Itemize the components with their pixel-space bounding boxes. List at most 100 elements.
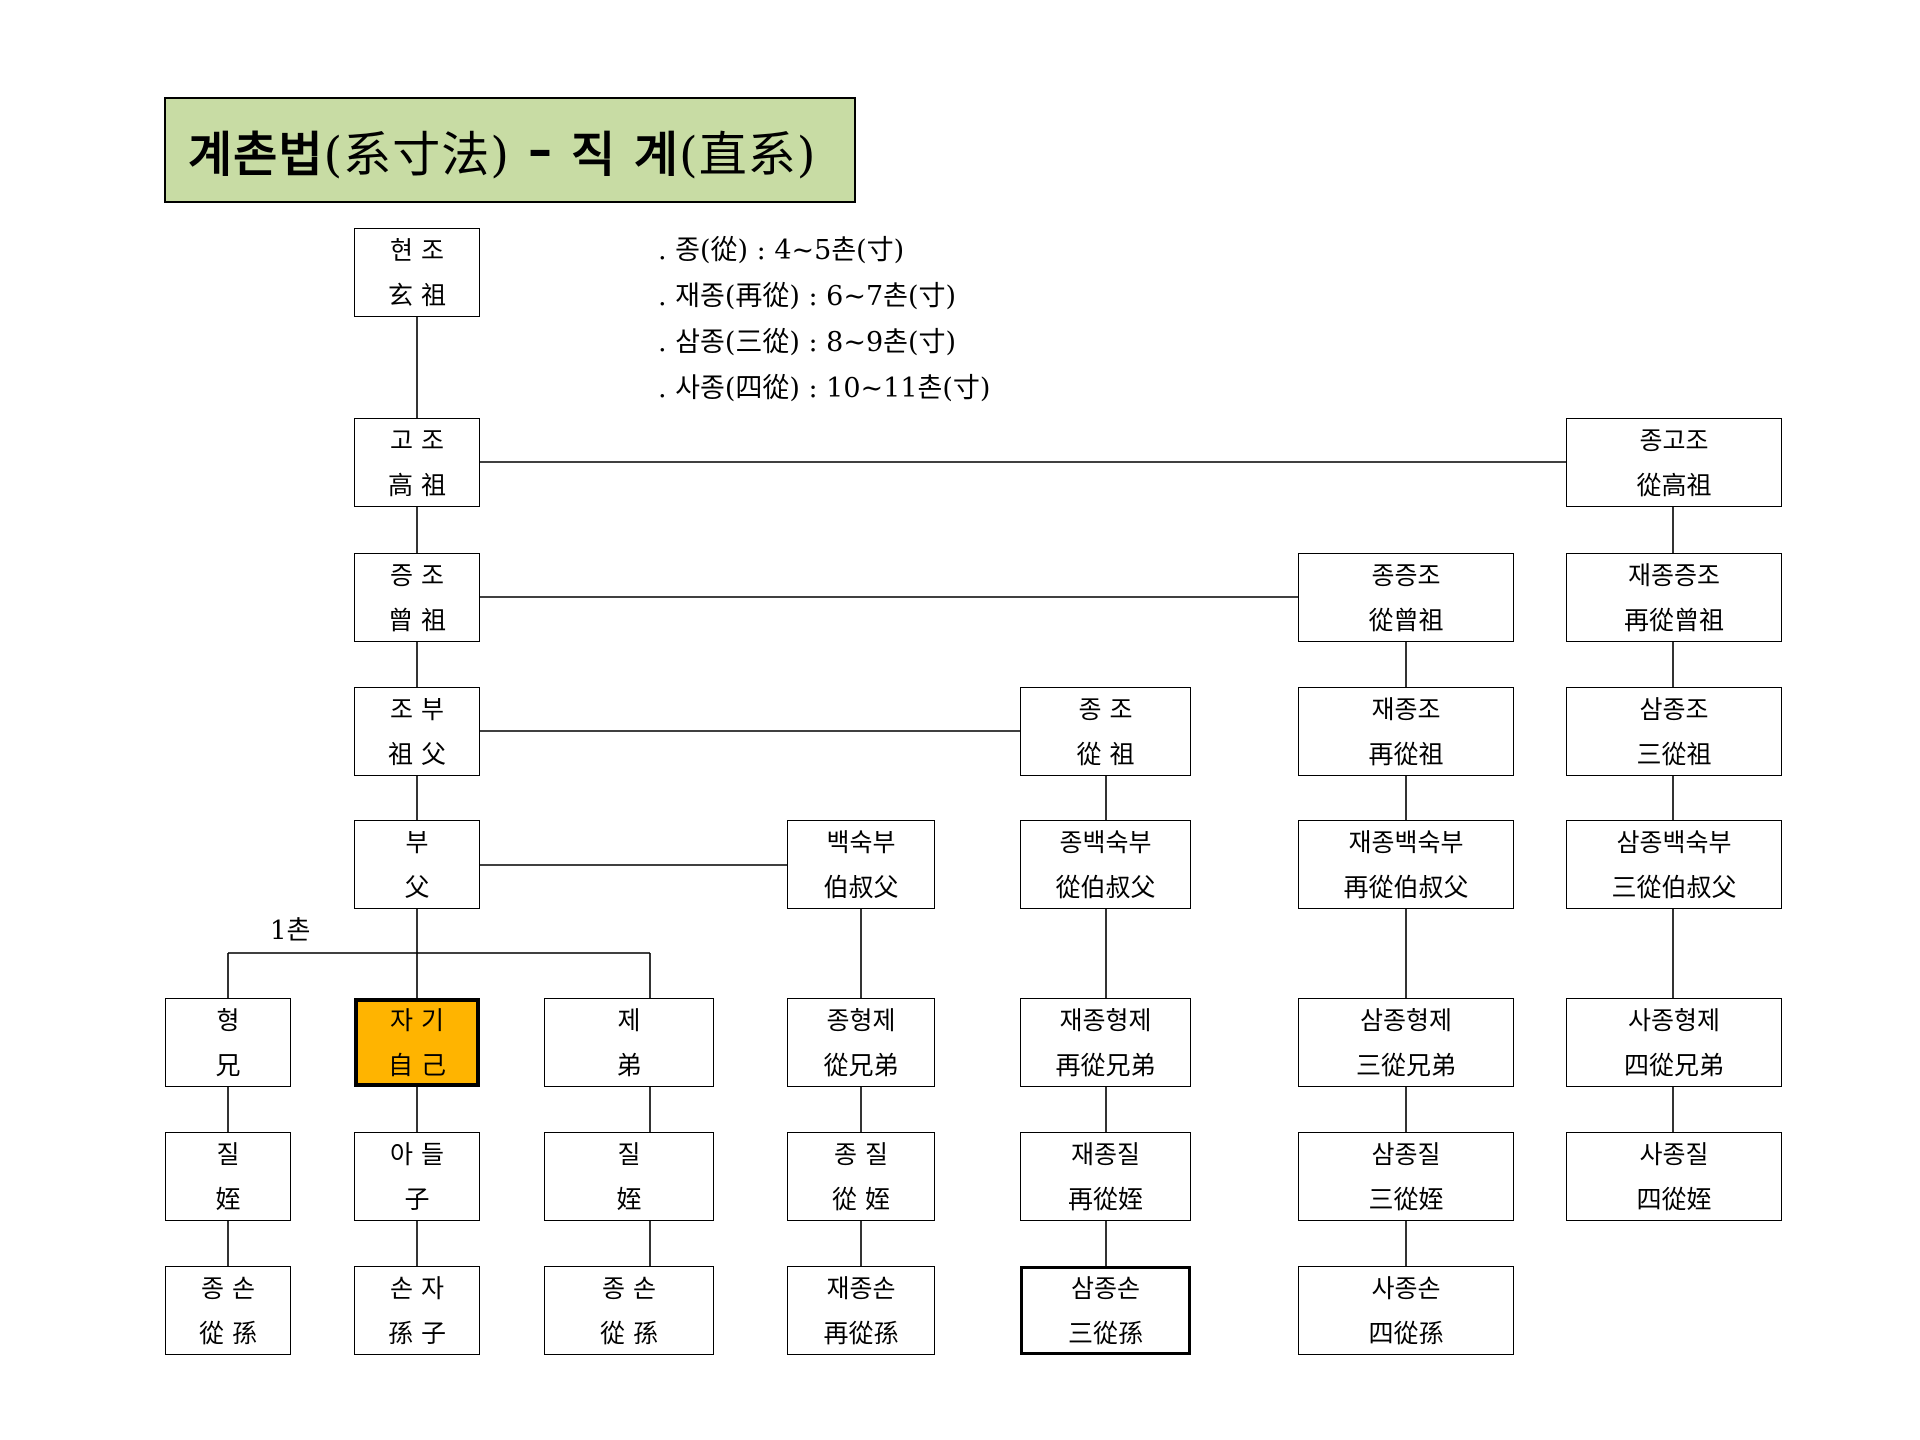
box-korean: 재종손 <box>826 1273 896 1303</box>
box-korean: 현 조 <box>390 235 444 265</box>
box-je: 제 弟 <box>544 998 714 1087</box>
title-korean-b: 직 계 <box>570 127 679 183</box>
box-jaejongbaeksukbu: 재종백숙부 再從伯叔父 <box>1298 820 1514 909</box>
box-jongjil: 종 질 從 姪 <box>787 1132 935 1221</box>
box-korean: 부 <box>405 827 429 857</box>
box-korean: 종형제 <box>826 1005 896 1035</box>
box-jil-1: 질 姪 <box>165 1132 291 1221</box>
box-hanja: 從曾祖 <box>1368 605 1444 635</box>
box-sonja: 손 자 孫 子 <box>354 1266 480 1355</box>
box-korean: 질 <box>216 1139 240 1169</box>
box-korean: 고 조 <box>390 425 444 455</box>
box-korean: 삼종백숙부 <box>1616 827 1732 857</box>
box-korean: 종 질 <box>834 1139 888 1169</box>
box-korean: 재종조 <box>1371 694 1441 724</box>
box-korean: 백숙부 <box>826 827 896 857</box>
box-korean: 삼종손 <box>1070 1273 1140 1303</box>
box-hanja: 從兄弟 <box>823 1050 899 1080</box>
box-sajongjil: 사종질 四從姪 <box>1566 1132 1782 1221</box>
legend-item: . 사종(四從) : 10~11촌(寸) <box>658 373 991 404</box>
legend: . 종(從) : 4~5촌(寸) . 재종(再從) : 6~7촌(寸) . 삼종… <box>658 228 990 412</box>
box-jongson-1: 종 손 從 孫 <box>165 1266 291 1355</box>
box-korean: 사종질 <box>1639 1139 1709 1169</box>
box-jongjeungjo: 종증조 從曾祖 <box>1298 553 1514 642</box>
box-korean: 아 들 <box>390 1139 444 1169</box>
box-hanja: 再從伯叔父 <box>1343 872 1469 902</box>
box-baeksukbu: 백숙부 伯叔父 <box>787 820 935 909</box>
box-hanja: 玄 祖 <box>388 280 446 310</box>
box-hanja: 從 孫 <box>600 1318 658 1348</box>
box-hanja: 自 己 <box>388 1050 446 1080</box>
box-korean: 재종백숙부 <box>1348 827 1464 857</box>
box-hanja: 子 <box>404 1184 430 1214</box>
box-samjonghyeongje: 삼종형제 三從兄弟 <box>1298 998 1514 1087</box>
box-hanja: 從 姪 <box>832 1184 890 1214</box>
box-korean: 사종형제 <box>1627 1005 1720 1035</box>
box-hanja: 曾 祖 <box>388 605 446 635</box>
box-korean: 자 기 <box>390 1005 444 1035</box>
box-gojo: 고 조 高 祖 <box>354 418 480 507</box>
box-jongbaeksukbu: 종백숙부 從伯叔父 <box>1020 820 1191 909</box>
title-korean-a: 계촌법 <box>188 127 324 183</box>
box-korean: 사종손 <box>1371 1273 1441 1303</box>
box-hanja: 高 祖 <box>388 470 446 500</box>
title-dash: – <box>527 122 553 178</box>
box-korean: 조 부 <box>390 694 444 724</box>
box-sajonghyeongje: 사종형제 四從兄弟 <box>1566 998 1782 1087</box>
box-samjongson: 삼종손 三從孫 <box>1020 1266 1191 1355</box>
box-korean: 질 <box>617 1139 641 1169</box>
box-korean: 재종질 <box>1070 1139 1140 1169</box>
title-hanja-b: (直系) <box>678 127 817 183</box>
legend-item: . 삼종(三從) : 8~9촌(寸) <box>658 327 957 358</box>
box-hanja: 父 <box>404 872 430 902</box>
page-title: 계촌법 (系寸法) – 직 계 (直系) <box>164 97 856 203</box>
box-hanja: 三從伯叔父 <box>1611 872 1737 902</box>
box-korean: 손 자 <box>390 1273 444 1303</box>
box-hanja: 伯叔父 <box>823 872 899 902</box>
title-hanja-a: (系寸法) <box>323 127 510 183</box>
box-hanja: 三從孫 <box>1067 1318 1143 1348</box>
box-jaejongjil: 재종질 再從姪 <box>1020 1132 1191 1221</box>
box-jagi-self: 자 기 自 己 <box>354 998 480 1087</box>
box-korean: 종증조 <box>1371 560 1441 590</box>
box-korean: 종 조 <box>1078 694 1133 724</box>
box-samjongbaeksukbu: 삼종백숙부 三從伯叔父 <box>1566 820 1782 909</box>
box-korean: 재종형제 <box>1059 1005 1152 1035</box>
box-jongson-2: 종 손 從 孫 <box>544 1266 714 1355</box>
box-hyeonjo: 현 조 玄 祖 <box>354 228 480 317</box>
box-hanja: 三從姪 <box>1368 1184 1444 1214</box>
box-hanja: 四從孫 <box>1368 1318 1444 1348</box>
box-jaejongjeungjo: 재종증조 再從曾祖 <box>1566 553 1782 642</box>
box-bu: 부 父 <box>354 820 480 909</box>
box-hanja: 姪 <box>215 1184 241 1214</box>
box-hanja: 從高祖 <box>1636 470 1712 500</box>
box-jaejongjo: 재종조 再從祖 <box>1298 687 1514 776</box>
box-hanja: 再從孫 <box>823 1318 899 1348</box>
box-hanja: 再從曾祖 <box>1623 605 1724 635</box>
box-korean: 증 조 <box>390 560 444 590</box>
box-hanja: 三從兄弟 <box>1355 1050 1456 1080</box>
box-korean: 재종증조 <box>1627 560 1720 590</box>
box-korean: 삼종질 <box>1371 1139 1441 1169</box>
box-hanja: 從 孫 <box>199 1318 257 1348</box>
box-jongjo: 종 조 從 祖 <box>1020 687 1191 776</box>
box-hanja: 從 祖 <box>1076 739 1135 769</box>
box-hanja: 祖 父 <box>388 739 446 769</box>
box-hyeong: 형 兄 <box>165 998 291 1087</box>
box-adeul: 아 들 子 <box>354 1132 480 1221</box>
box-hanja: 再從兄弟 <box>1055 1050 1156 1080</box>
box-jonghyeongje: 종형제 從兄弟 <box>787 998 935 1087</box>
box-jaejonghyeongje: 재종형제 再從兄弟 <box>1020 998 1191 1087</box>
box-hanja: 再從祖 <box>1368 739 1444 769</box>
box-samjongjo: 삼종조 三從祖 <box>1566 687 1782 776</box>
legend-item: . 종(從) : 4~5촌(寸) <box>658 235 905 266</box>
box-korean: 종백숙부 <box>1059 827 1152 857</box>
box-hanja: 兄 <box>215 1050 241 1080</box>
box-korean: 종 손 <box>201 1273 255 1303</box>
box-hanja: 三從祖 <box>1636 739 1712 769</box>
box-jobu: 조 부 祖 父 <box>354 687 480 776</box>
box-korean: 종고조 <box>1639 425 1709 455</box>
legend-item: . 재종(再從) : 6~7촌(寸) <box>658 281 957 312</box>
